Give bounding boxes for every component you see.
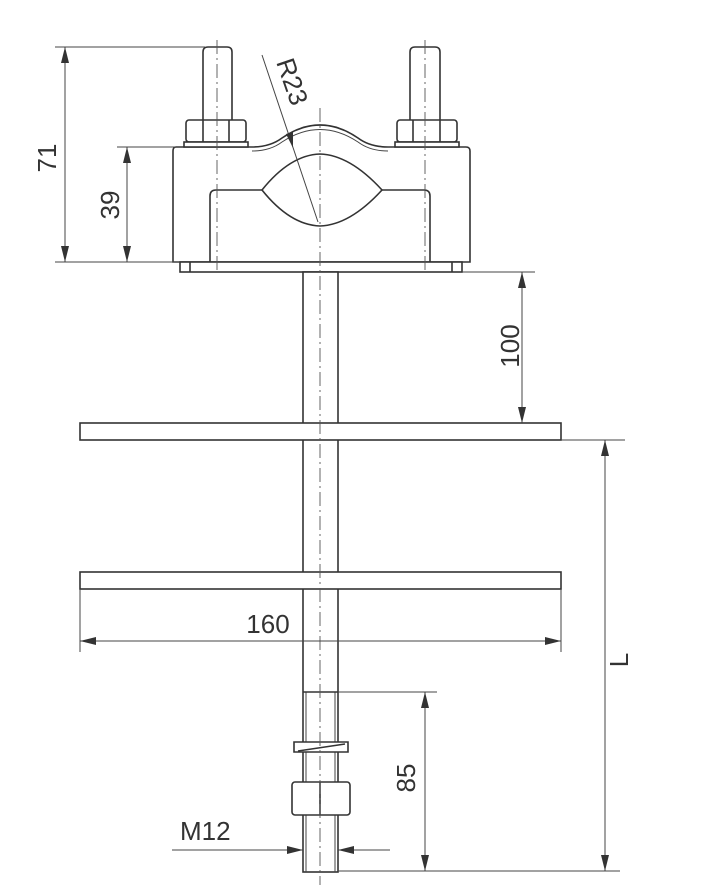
lower-spacer-plate xyxy=(79,571,562,590)
dimension-160-label: 160 xyxy=(246,609,289,639)
center-lines xyxy=(216,40,426,885)
dimension-100: 100 xyxy=(495,272,526,423)
dimension-160: 160 xyxy=(80,609,561,645)
dimension-39-label: 39 xyxy=(95,191,125,220)
dimension-l: L xyxy=(601,440,634,871)
bottom-nut xyxy=(291,781,351,816)
dimension-39: 39 xyxy=(95,147,131,262)
dimension-100-label: 100 xyxy=(495,324,525,367)
dimension-m12-label: M12 xyxy=(180,816,231,846)
dimension-l-label: L xyxy=(604,653,634,667)
dimension-71-label: 71 xyxy=(32,144,62,173)
dimension-71: 71 xyxy=(32,47,69,262)
base-plate xyxy=(179,261,463,273)
left-stud-bolt xyxy=(202,46,233,120)
dimension-85-label: 85 xyxy=(391,764,421,793)
dimension-85: 85 xyxy=(391,692,429,871)
upper-spacer-plate xyxy=(79,422,562,441)
spring-washer xyxy=(293,741,349,753)
left-nut xyxy=(183,119,249,148)
dimension-m12: M12 xyxy=(172,816,390,854)
right-nut xyxy=(394,119,460,148)
cable-opening xyxy=(260,153,384,227)
extension-lines xyxy=(55,46,625,872)
